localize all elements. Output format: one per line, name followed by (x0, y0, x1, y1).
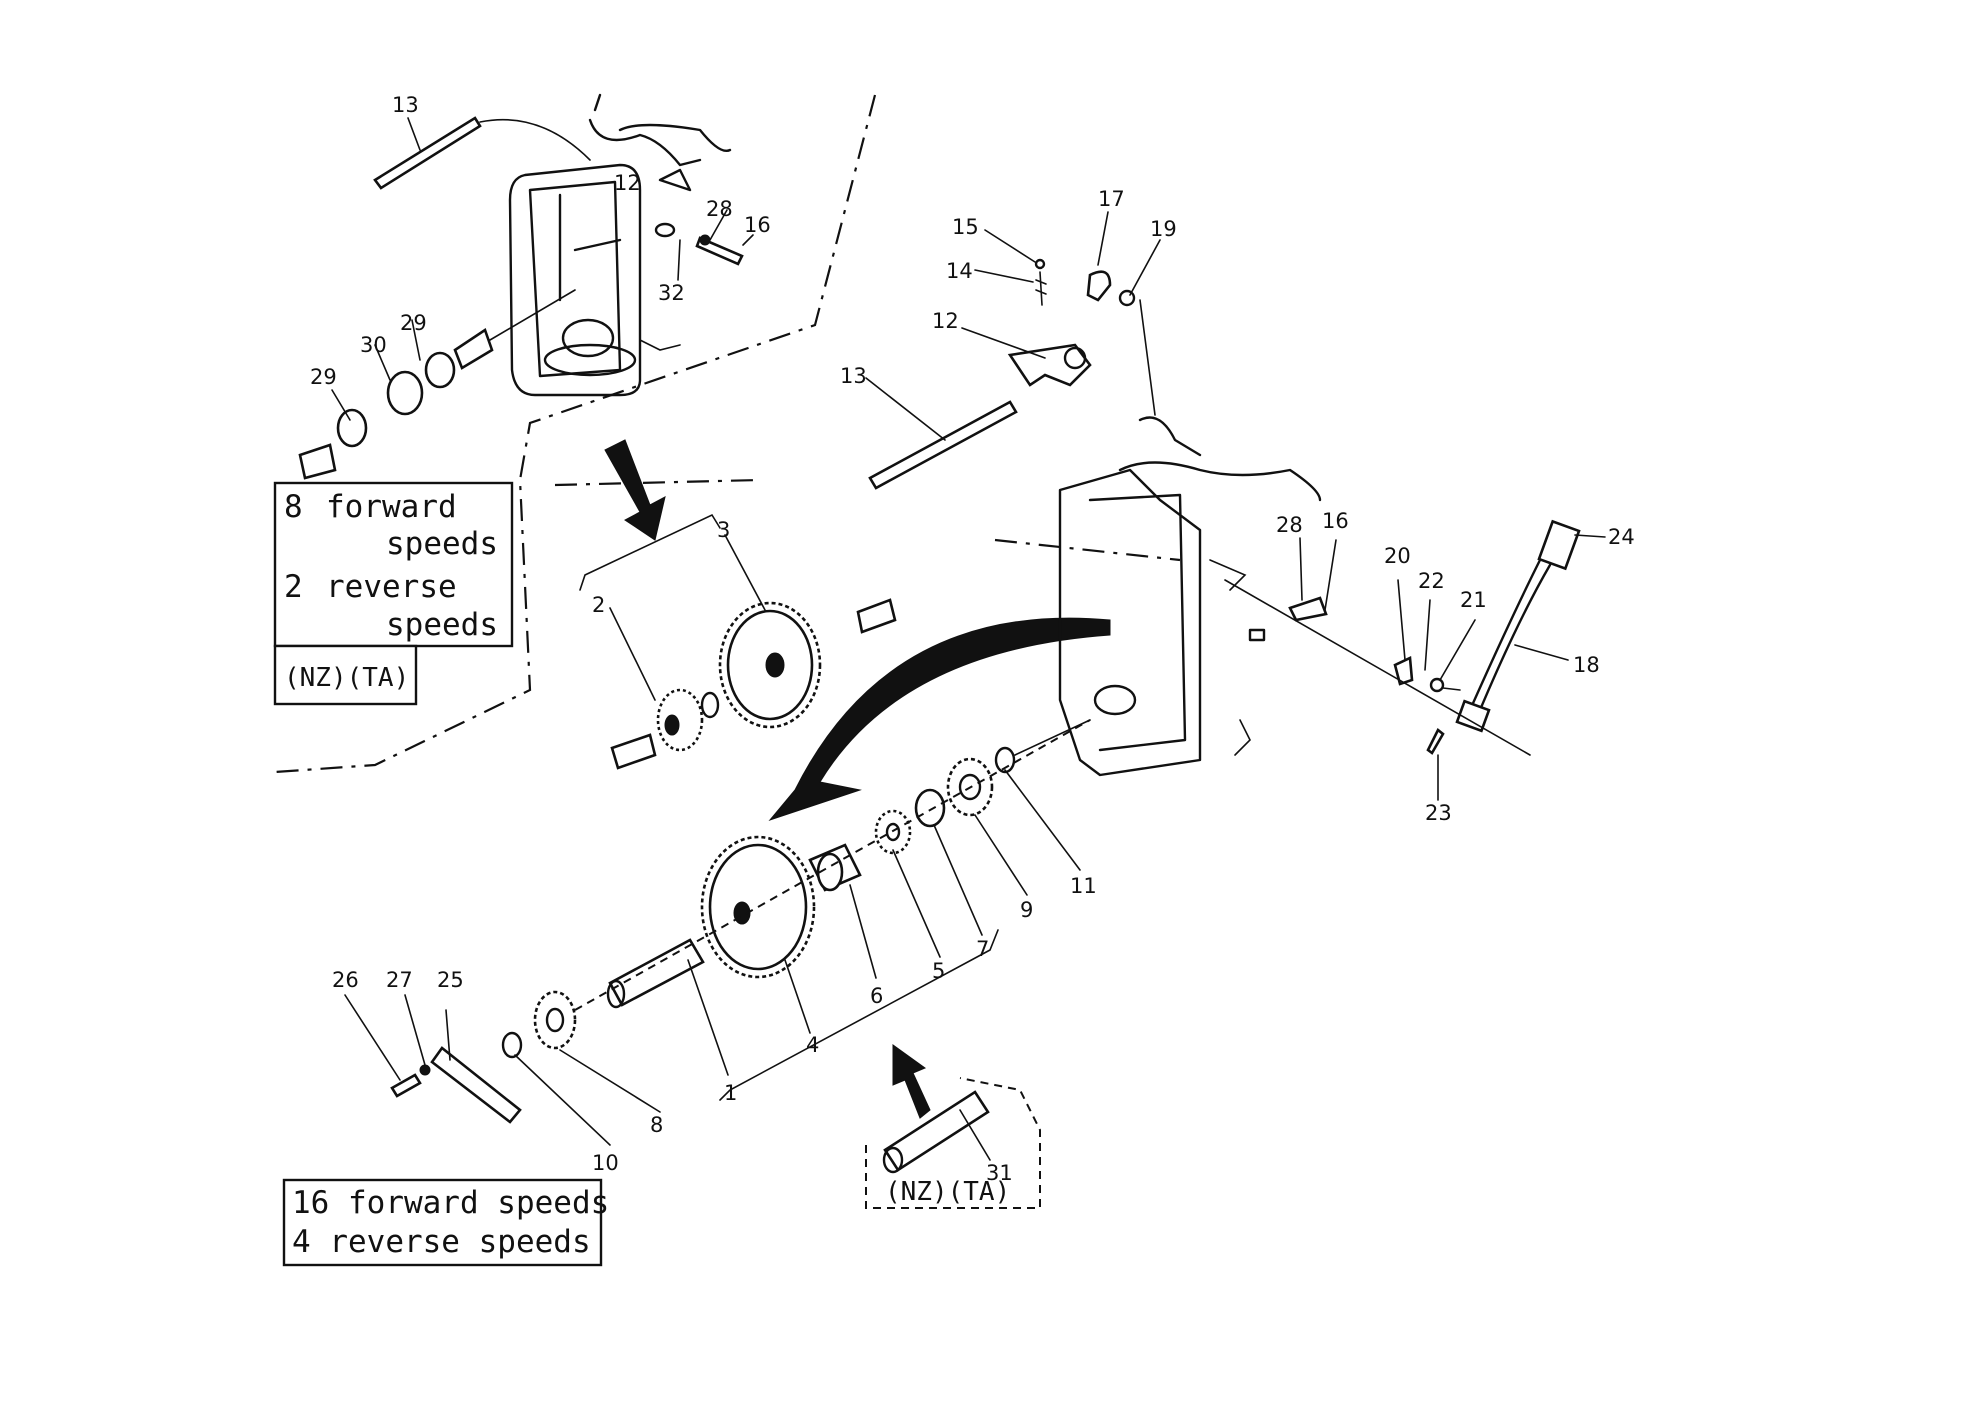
callout-10: 10 (592, 1151, 619, 1175)
speed-label-box-8-2: 8 forward speeds 2 reverse speeds (NZ)(T… (273, 481, 514, 706)
callout-16-inset: 16 (744, 213, 771, 237)
callout-11: 11 (1070, 874, 1097, 898)
callout-2: 2 (592, 593, 605, 617)
bearing-7 (914, 788, 946, 828)
section-boundary (274, 94, 1181, 774)
callout-8: 8 (650, 1113, 663, 1137)
top-box-line4-text: speeds (386, 607, 498, 643)
callout-13: 13 (840, 364, 867, 388)
bottom-box-line1: 16 forward speeds (292, 1185, 609, 1221)
arrow-down-icon (604, 439, 666, 541)
top-box-line1-text: forward (326, 489, 457, 525)
assembly-curved-arrow-icon (768, 617, 1111, 822)
gear-3 (718, 601, 822, 729)
callout-15: 15 (952, 215, 979, 239)
speed-label-box-16-4: 16 forward speeds 4 reverse speeds (282, 1178, 609, 1267)
callout-30-inset: 30 (360, 333, 387, 357)
shift-collar (1086, 270, 1156, 416)
top-box-line1-num: 8 (284, 489, 303, 525)
shaft-1 (606, 938, 705, 1009)
shift-shaft-13 (868, 400, 1018, 490)
callout-13-inset: 13 (392, 93, 419, 117)
detent-spring (1034, 258, 1047, 306)
thrust-washer-8 (533, 990, 577, 1050)
gear-2 (610, 598, 897, 770)
callout-6: 6 (870, 984, 883, 1008)
shaft-13-inset (373, 116, 591, 190)
gear-train-axis (574, 719, 1091, 1011)
bottom-box-line2: 4 reverse speeds (292, 1224, 591, 1260)
pin-box-tag: (NZ)(TA) (885, 1177, 1010, 1207)
callout-14: 14 (946, 259, 973, 283)
callout-20: 20 (1384, 544, 1411, 568)
shift-fork (1007, 343, 1092, 387)
pin-box: (NZ)(TA) (865, 1077, 1041, 1209)
gear-group-bracket (579, 513, 999, 1101)
callout-17: 17 (1098, 187, 1125, 211)
arrow-up-icon (892, 1044, 931, 1119)
inset-bearing-stack (298, 289, 576, 480)
callout-18: 18 (1573, 653, 1600, 677)
callout-9: 9 (1020, 898, 1033, 922)
transmission-case (1058, 416, 1322, 777)
lever-pin (1426, 727, 1445, 755)
callout-28-inset: 28 (706, 197, 733, 221)
callout-24: 24 (1608, 525, 1635, 549)
callout-25: 25 (437, 968, 464, 992)
callout-23: 23 (1425, 801, 1452, 825)
top-box-line2-text: speeds (386, 526, 498, 562)
shift-lever (1455, 519, 1581, 733)
callout-28: 28 (1276, 513, 1303, 537)
top-box-tag: (NZ)(TA) (284, 663, 409, 693)
callout-numbers: 1 2 3 4 5 6 7 8 9 10 11 12 13 14 15 16 1… (310, 93, 1635, 1185)
callout-1: 1 (724, 1081, 737, 1105)
callout-32: 32 (658, 281, 685, 305)
callout-31: 31 (986, 1161, 1013, 1185)
leader-lines (331, 117, 1606, 1161)
callout-4: 4 (806, 1033, 819, 1057)
gear-4 (700, 835, 816, 979)
callout-16: 16 (1322, 509, 1349, 533)
sleeve-6 (808, 843, 862, 892)
callout-7: 7 (976, 937, 989, 961)
bolt-26 (390, 1073, 422, 1098)
callout-12: 12 (932, 309, 959, 333)
callout-3: 3 (717, 518, 730, 542)
callout-12-inset: 12 (614, 171, 641, 195)
inset-bolt (654, 222, 744, 266)
callout-5: 5 (932, 959, 945, 983)
callout-27: 27 (386, 968, 413, 992)
washer-27 (419, 1064, 431, 1076)
callout-26: 26 (332, 968, 359, 992)
snap-ring-11 (994, 719, 1091, 774)
top-box-line3-text: reverse (326, 569, 457, 605)
callout-21: 21 (1460, 588, 1487, 612)
upper-gearbox-housing (508, 93, 732, 397)
snap-ring-10 (501, 1031, 523, 1059)
callout-29-inset-a: 29 (310, 365, 337, 389)
callout-19: 19 (1150, 217, 1177, 241)
pin-31 (882, 1090, 990, 1174)
callout-22: 22 (1418, 569, 1445, 593)
retainer-plate-25 (430, 1046, 522, 1124)
callout-29-inset-b: 29 (400, 311, 427, 335)
top-box-line3-num: 2 (284, 569, 303, 605)
lever-pivot-axis (1224, 579, 1531, 756)
